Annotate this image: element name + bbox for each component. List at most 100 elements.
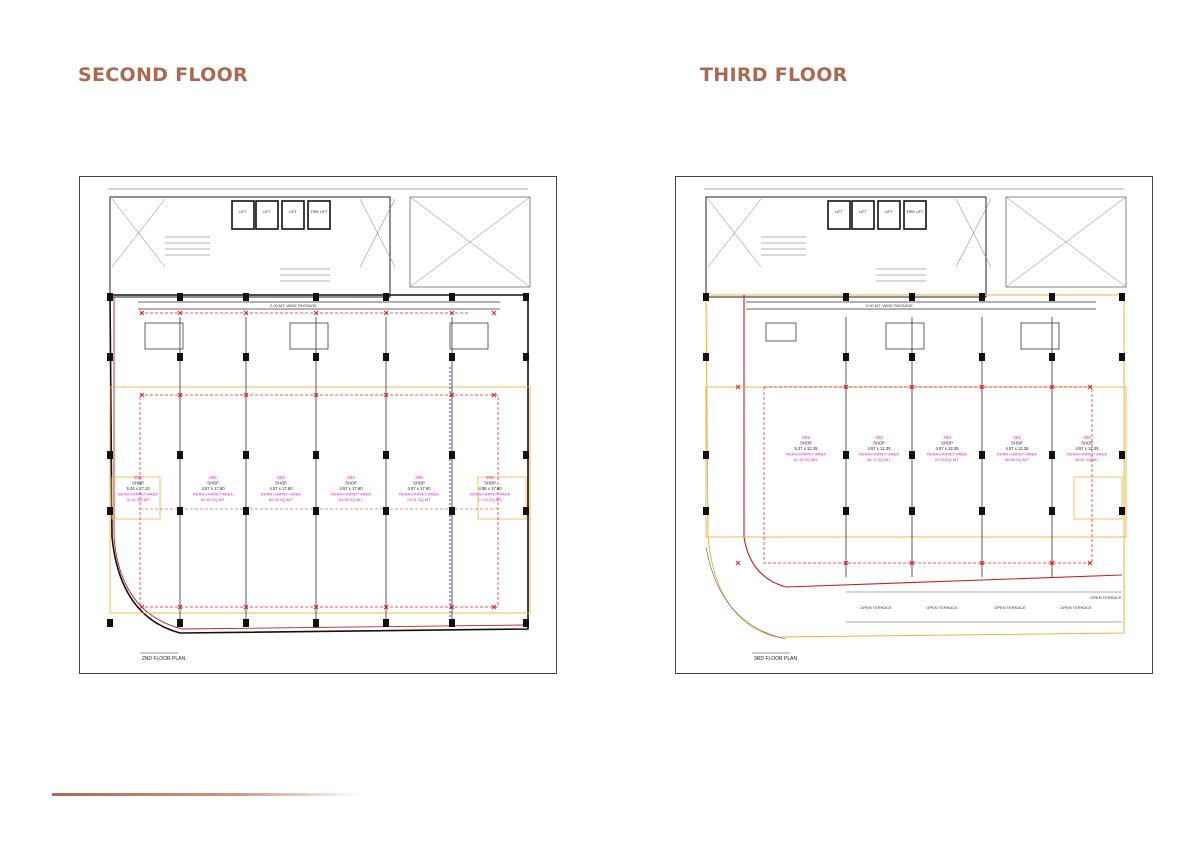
passage-label: 2.00 MT. WIDE PASSAGE [270,303,317,308]
shop-type: SHOP [345,481,357,486]
shop-type: SHOP [873,441,885,446]
structural-column [243,619,249,627]
open-terrace-label: OPEN TERRACE [1090,595,1122,600]
open-terrace-label: OPEN TERRACE [1060,605,1092,610]
lift-label: FIRE LIFT [311,210,328,214]
structural-column [383,293,389,301]
partition-marker [243,604,249,610]
shop-number: 305 [1083,435,1091,440]
open-terrace-label: OPEN TERRACE [994,605,1026,610]
shop-number: 205 [415,475,423,480]
open-terrace-label: OPEN TERRACE [860,605,892,610]
structural-column [1049,507,1055,515]
shop-type: SHOP [800,441,812,446]
partition-marker [243,310,249,316]
structural-column [703,507,709,515]
partition-marker [383,604,389,610]
structural-column [107,507,113,515]
shop-size: 4.57 x 12.35 [935,446,959,451]
lift-label: LIFT [885,210,893,214]
structural-column [107,293,113,301]
structural-column [177,507,183,515]
shop-carpet-area: 61.20 SQ.MT. [794,457,818,462]
lift-label: LIFT [835,210,843,214]
shop-carpet-area: 55.81 SQ.MT. [1075,457,1099,462]
lift-label: LIFT [239,210,247,214]
structural-column [177,619,183,627]
structural-column [523,619,529,627]
shop-size: 5.24 x 17.10 [126,486,150,491]
lift-shaft [827,200,851,230]
structural-column [1049,353,1055,361]
partition-marker [909,560,915,566]
structural-column [523,451,529,459]
partition-marker [139,392,145,398]
structural-column [909,451,915,459]
shop-number: 206 [486,475,494,480]
shop-area-label: RERA CARPET AREA [331,492,371,497]
shop-type: SHOP [413,481,425,486]
shop-type: SHOP [275,481,287,486]
shop-area-label: RERA CARPET AREA [927,452,967,457]
shop-number: 203 [277,475,285,480]
third-floor-heading: THIRD FLOOR [700,64,848,86]
structural-column [107,451,113,459]
shop-size: 4.57 x 12.35 [867,446,891,451]
second-floor-plan-caption: 2ND FLOOR PLAN [142,656,185,662]
structural-column [843,353,849,361]
partition-marker [449,392,455,398]
partition-marker [979,384,985,390]
shop-area-label: RERA CARPET AREA [261,492,301,497]
shop-number: 302 [875,435,883,440]
structural-column [243,507,249,515]
shop-area-label: RERA CARPET AREA [859,452,899,457]
partition-marker [1087,384,1093,390]
structural-column [703,353,709,361]
structural-column [523,507,529,515]
partition-marker [1049,560,1055,566]
structural-column [449,619,455,627]
shop-type: SHOP [1011,441,1023,446]
partition-marker [491,392,497,398]
structural-column [449,451,455,459]
structural-column [313,507,319,515]
shop-size: 4.57 x 12.35 [1005,446,1029,451]
structural-column [979,353,985,361]
third-floor-plan-caption: 3RD FLOOR PLAN [754,656,797,662]
structural-column [1119,353,1125,361]
partition-marker [979,560,985,566]
shop-size: 4.57 x 17.60 [339,486,363,491]
lift-shaft [307,200,331,230]
structural-column [1119,293,1125,301]
shop-size: 4.57 x 17.60 [269,486,293,491]
partition-marker [735,560,741,566]
partition-marker [1087,560,1093,566]
structural-column [979,451,985,459]
partition-marker [243,392,249,398]
structural-column [383,507,389,515]
shop-area-label: RERA CARPET AREA [193,492,233,497]
shop-area-label: RERA CARPET AREA [399,492,439,497]
lift-shaft [231,200,255,230]
shop-carpet-area: 73.12 SQ.MT. [126,497,150,502]
lift-label: LIFT [289,210,297,214]
structural-column [383,451,389,459]
structural-column [449,293,455,301]
structural-column [703,451,709,459]
lift-label: FIRE LIFT [907,210,924,214]
shop-carpet-area: 74.91 SQ.MT. [407,497,431,502]
structural-column [1049,293,1055,301]
shop-number: 201 [134,475,142,480]
open-terrace-label: OPEN TERRACE [926,605,958,610]
structural-column [703,293,709,301]
passage-label: 2.00 MT. WIDE PASSAGE [866,303,913,308]
structural-column [843,451,849,459]
